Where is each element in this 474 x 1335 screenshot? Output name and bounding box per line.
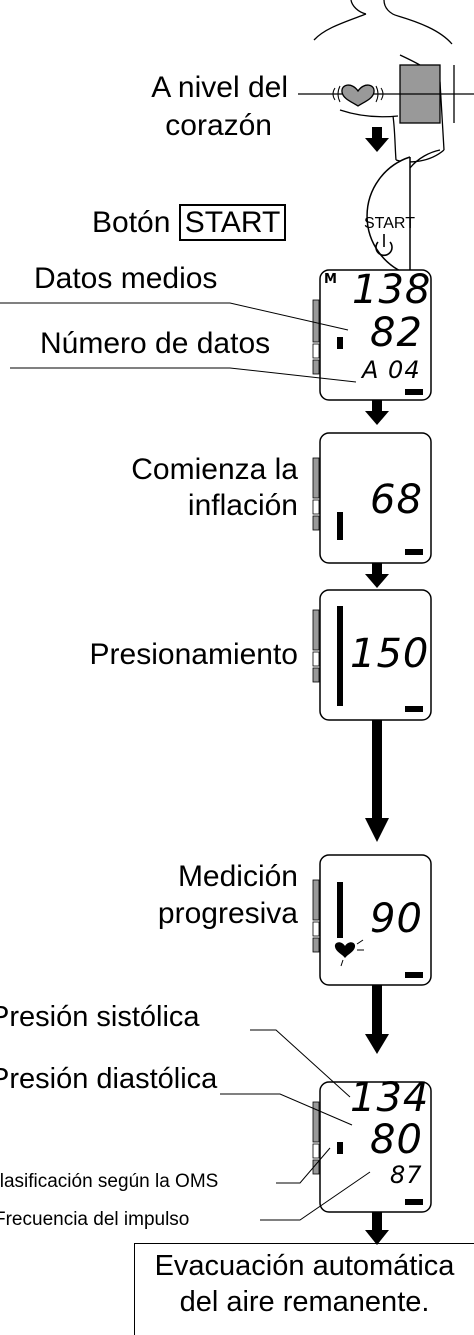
pressurizing-value: 150 xyxy=(350,631,430,677)
systolic-label: Presión sistólica xyxy=(0,1001,200,1033)
who-scale-bars xyxy=(312,299,320,1175)
start-button-shape xyxy=(366,156,411,276)
progressive-value: 90 xyxy=(370,896,423,942)
average-diastolic-value: 82 xyxy=(370,310,423,356)
progressive-label-2: progresiva xyxy=(157,897,298,930)
pulse-rate-label: Frecuencia del impulso xyxy=(0,1209,190,1230)
auto-release-line-1: Evacuación automática xyxy=(154,1250,455,1282)
inflation-value: 68 xyxy=(370,477,423,523)
pulse-heart-icon xyxy=(334,942,356,958)
inner-pressure-bars xyxy=(337,337,343,1154)
auto-release-line-2: del aire remanente. xyxy=(179,1286,430,1318)
average-systolic-value: 138 xyxy=(352,267,432,313)
heart-level-label-1: A nivel del xyxy=(151,71,288,104)
power-icon xyxy=(375,234,393,257)
heart-level-label-2: corazón xyxy=(165,109,272,142)
heart-icon xyxy=(341,84,375,107)
diastolic-label: Presión diastólica xyxy=(0,1063,218,1095)
data-count-label: Número de datos xyxy=(40,327,271,360)
start-button-text[interactable]: START xyxy=(364,215,415,232)
pulse-rays xyxy=(340,939,364,967)
start-button-word: START xyxy=(178,204,287,241)
flow-arrows xyxy=(365,127,389,1245)
battery-icons xyxy=(405,389,423,1205)
result-systolic-value: 134 xyxy=(350,1075,430,1121)
start-button-label: Botón START xyxy=(92,204,287,241)
result-diastolic-value: 80 xyxy=(370,1117,423,1163)
leader-lines xyxy=(0,302,371,1221)
auto-release-box: Evacuación automática del aire remanente… xyxy=(134,1243,474,1335)
who-classification-label: Clasificación según la OMS xyxy=(0,1171,219,1192)
memory-indicator: M xyxy=(324,272,338,287)
inflation-start-label-2: inflación xyxy=(187,489,298,522)
pressurizing-label: Presionamiento xyxy=(89,638,298,671)
result-pulse-value: 87 xyxy=(390,1161,423,1189)
heartbeat-waves xyxy=(332,85,384,103)
start-button-prefix: Botón xyxy=(92,206,171,239)
data-count-value: A 04 xyxy=(362,356,421,384)
inflation-start-label-1: Comienza la xyxy=(131,453,298,486)
average-data-label: Datos medios xyxy=(34,262,218,295)
progressive-label-1: Medición xyxy=(177,860,298,893)
